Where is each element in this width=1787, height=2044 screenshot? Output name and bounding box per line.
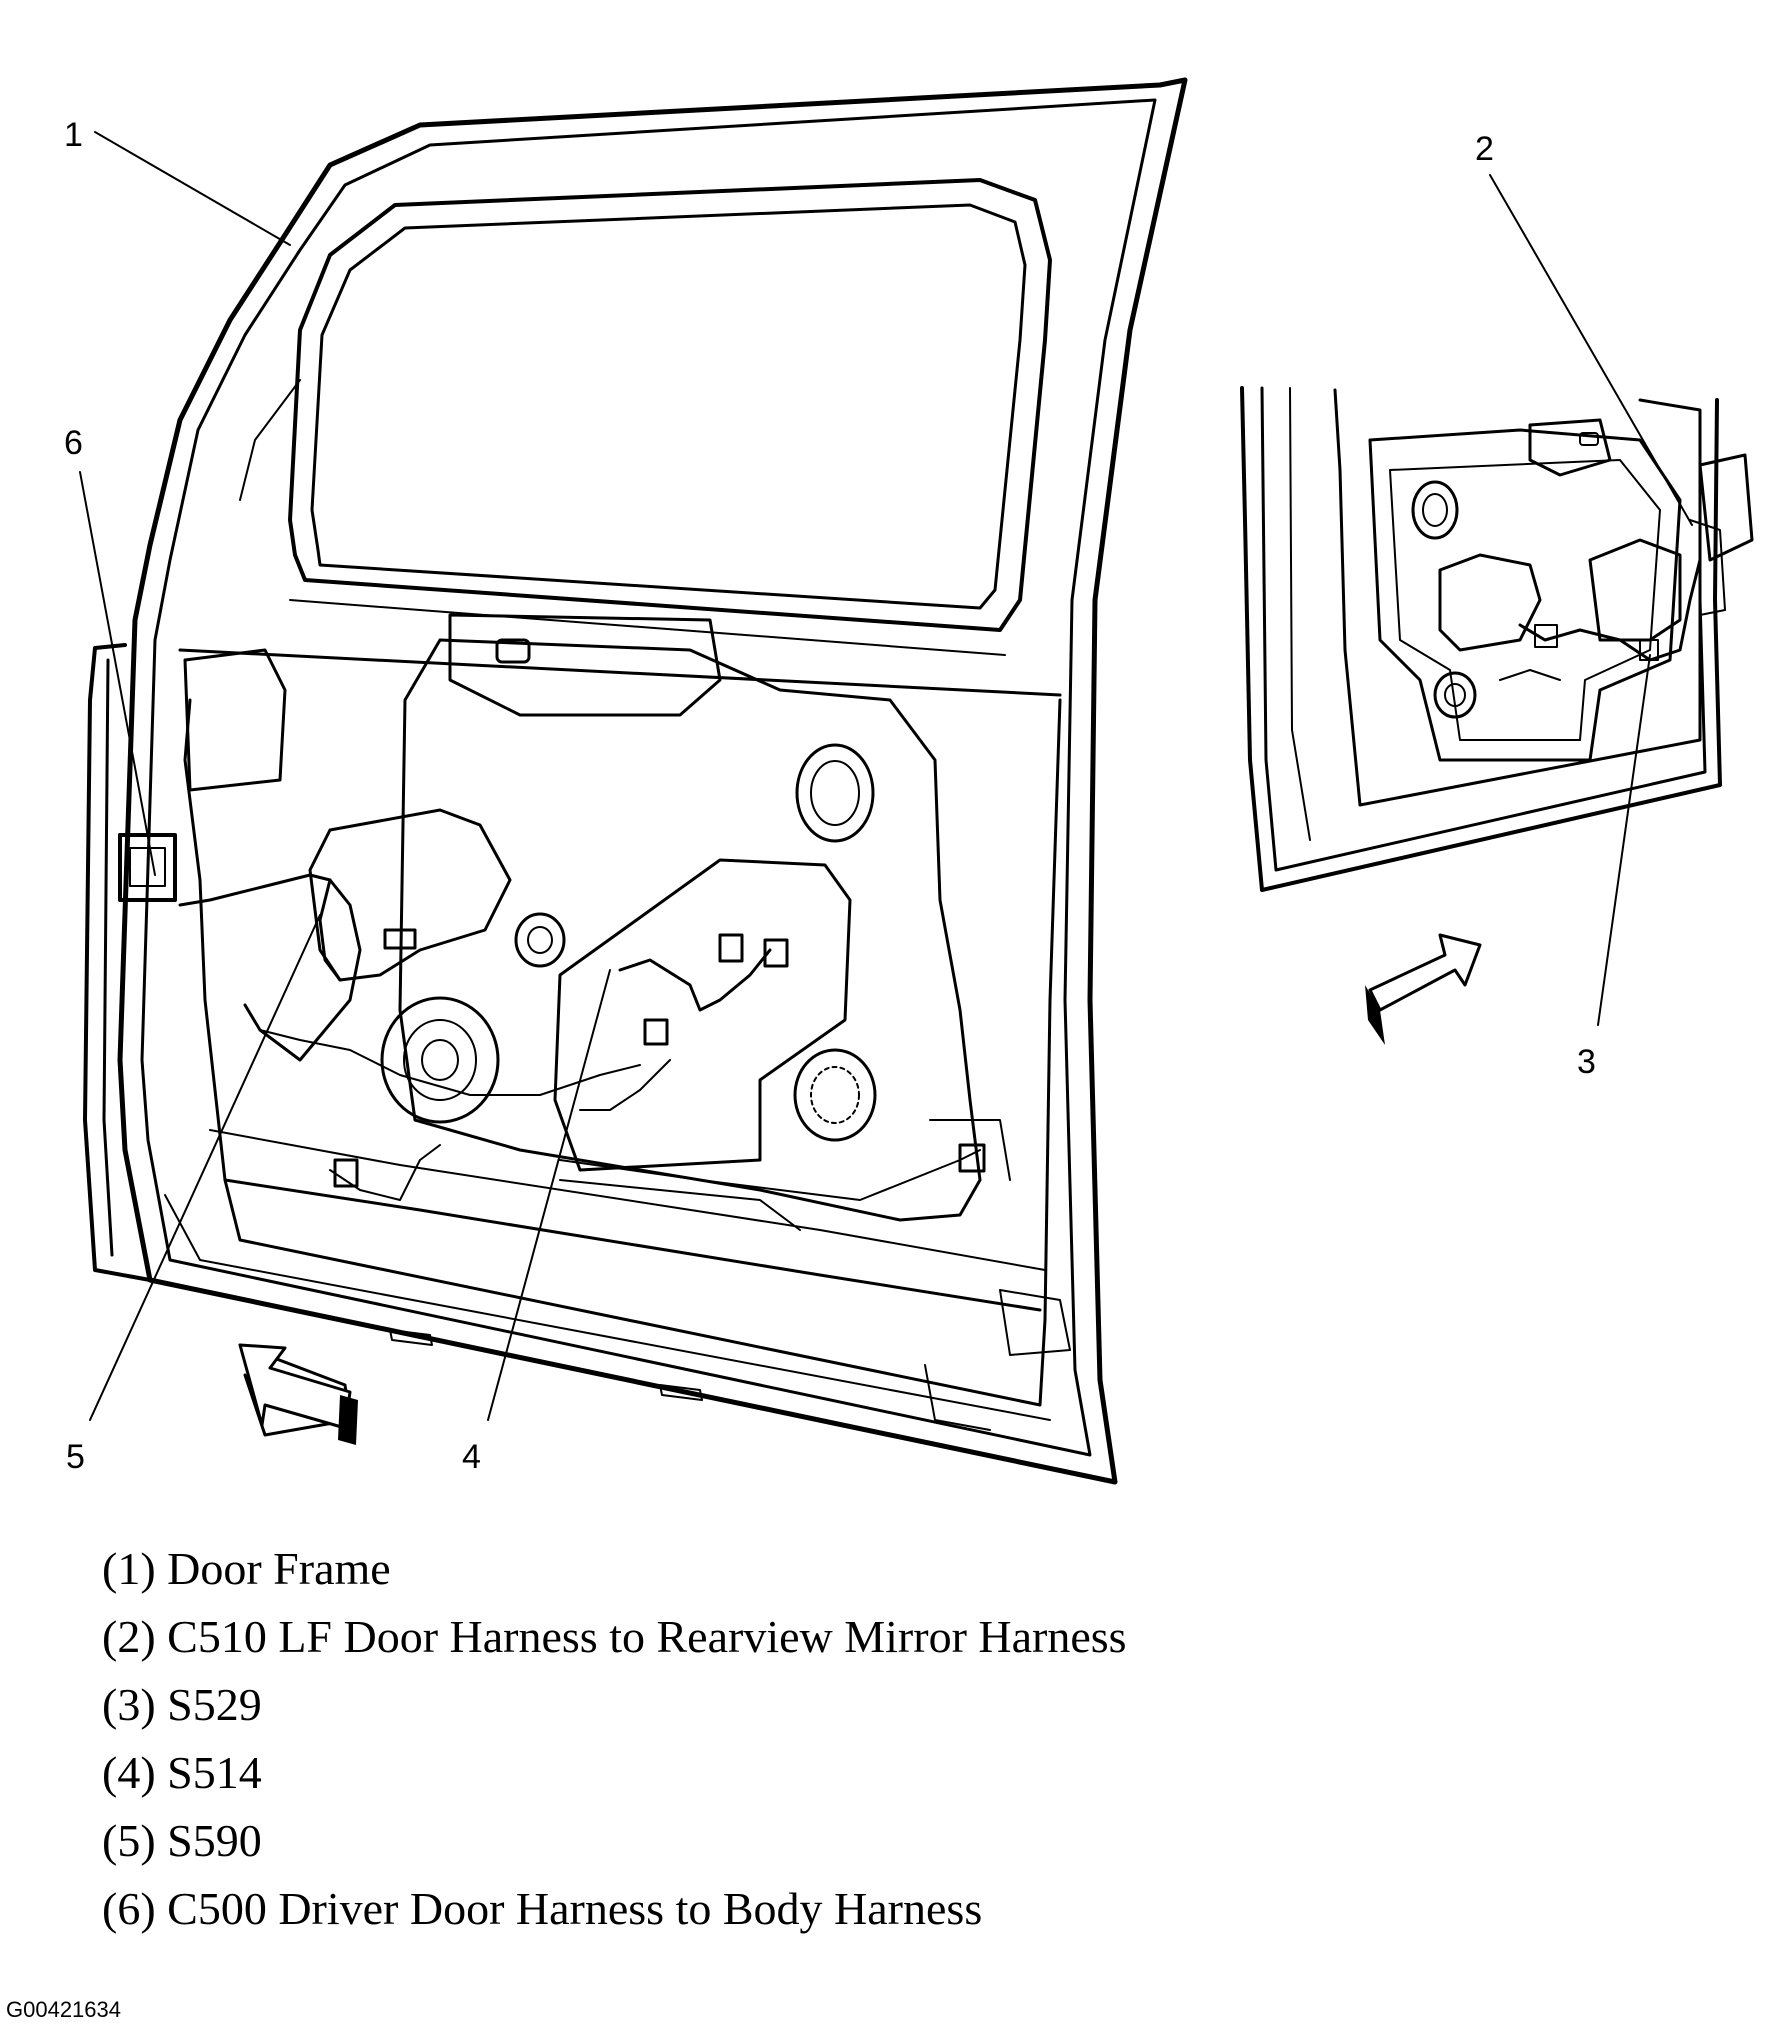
figure-id: G00421634 [6,1997,121,2022]
speaker [380,996,500,1124]
legend-item-door-frame: (1) Door Frame [102,1543,391,1594]
legend: (1) Door Frame (2) C510 LF Door Harness … [102,1535,1127,1943]
leader-lines [79,131,1693,1421]
window-opening [288,178,1052,632]
callout-6: 6 [64,424,83,462]
door-frame-outline [117,77,1188,1485]
legend-item-s590: (5) S590 [102,1815,262,1866]
inset-door-view [1240,386,1754,892]
arrow-forward-icon [238,1343,358,1445]
wiring-harness [178,873,342,982]
callout-3: 3 [1577,1043,1596,1081]
callout-2: 2 [1475,130,1494,168]
legend-item-c500: (6) C500 Driver Door Harness to Body Har… [102,1883,983,1934]
callout-4: 4 [462,1438,481,1476]
callout-5: 5 [66,1438,85,1476]
legend-item-c510: (2) C510 LF Door Harness to Rearview Mir… [102,1611,1127,1662]
callout-1: 1 [64,116,83,154]
legend-item-s514: (4) S514 [102,1747,262,1798]
legend-item-s529: (3) S529 [102,1679,262,1730]
arrow-rearward-icon [1365,933,1482,1045]
main-door [83,77,1188,1485]
